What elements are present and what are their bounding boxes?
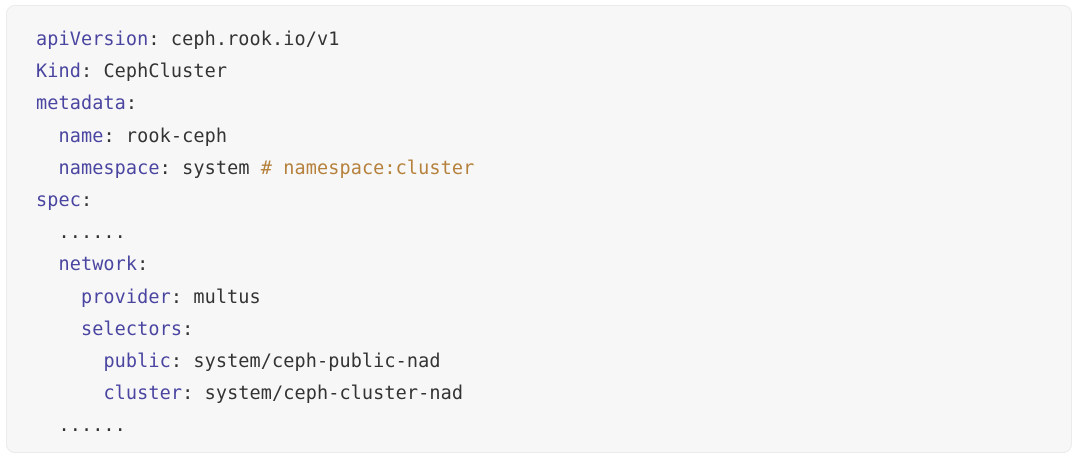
code-line: ...... [36,410,1061,442]
code-indent [36,254,58,275]
yaml-key: cluster [103,383,183,405]
code-indent [36,319,81,340]
yaml-value: system [182,157,261,179]
yaml-punctuation: : [170,350,194,372]
code-indent [36,351,103,372]
yaml-punctuation: : [137,254,149,276]
yaml-key: public [103,350,171,372]
code-line: cluster: system/ceph-cluster-nad [36,378,1061,410]
yaml-punctuation: : [170,286,194,308]
yaml-value: multus [193,286,261,308]
yaml-value: system/ceph-cluster-nad [204,383,464,405]
code-line: metadata: [36,88,1061,120]
code-line: provider: multus [36,282,1061,314]
yaml-key: name [58,125,104,147]
code-line: namespace: system # namespace:cluster [36,153,1061,185]
yaml-punctuation: : [182,318,194,340]
yaml-punctuation: : [80,61,104,83]
code-line: Kind: CephCluster [36,56,1061,88]
yaml-value: ceph.rook.io/v1 [170,29,340,50]
code-line: selectors: [36,314,1061,346]
code-line: apiVersion: ceph.rook.io/v1 [36,24,1061,56]
yaml-value: rook-ceph [125,125,228,147]
code-indent [36,287,81,308]
yaml-key: spec [36,189,81,211]
code-indent [36,222,58,243]
yaml-key: network [58,254,138,276]
code-line: network: [36,249,1061,281]
yaml-ellipsis: ...... [58,415,126,437]
yaml-value: system/ceph-public-nad [193,350,441,372]
yaml-punctuation: : [103,125,126,147]
yaml-key: apiVersion [36,29,149,50]
yaml-ellipsis: ...... [58,222,126,244]
yaml-punctuation: : [148,29,171,50]
code-indent [36,415,58,436]
yaml-punctuation: : [125,93,138,115]
yaml-punctuation: : [159,157,183,179]
yaml-key: selectors [80,318,183,340]
yaml-key: namespace [58,157,160,179]
code-indent [36,126,58,147]
yaml-punctuation: : [80,189,93,211]
yaml-comment: # namespace:cluster [260,157,475,179]
yaml-punctuation: : [182,383,205,405]
yaml-key: provider [80,286,171,308]
code-indent [36,158,58,179]
code-line: name: rook-ceph [36,121,1061,153]
code-line: ...... [36,217,1061,249]
yaml-key: metadata [36,93,126,115]
yaml-key: Kind [36,61,81,83]
code-indent [36,383,103,404]
yaml-value: CephCluster [103,61,228,83]
code-line: public: system/ceph-public-nad [36,346,1061,378]
code-line: spec: [36,185,1061,217]
